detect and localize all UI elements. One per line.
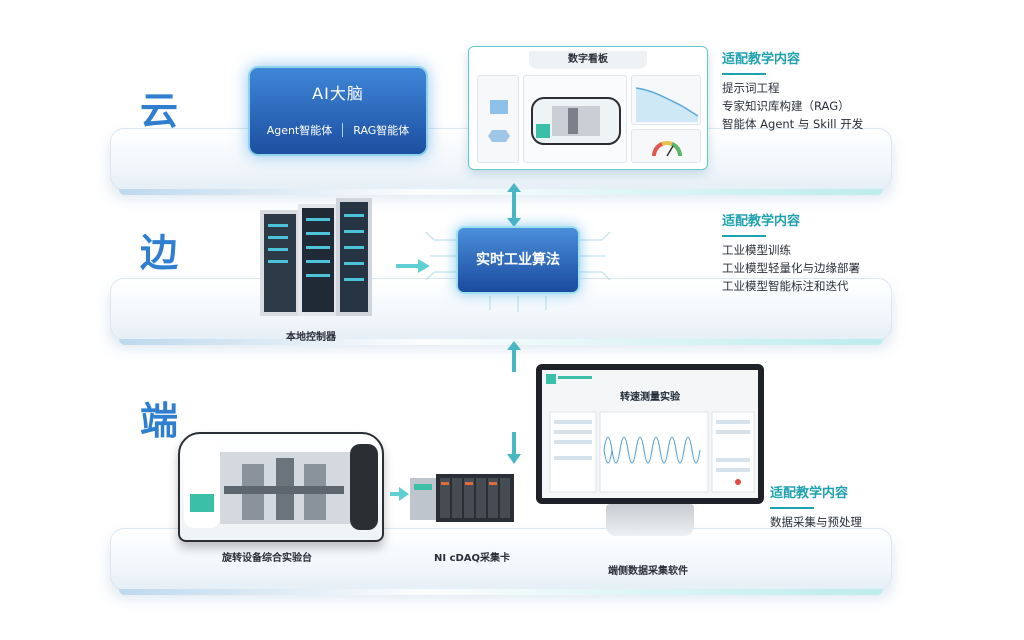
end-layer-platform: [110, 528, 892, 595]
machine-thumbnail-image: [531, 97, 621, 145]
acquisition-software-label: 端侧数据采集软件: [608, 566, 688, 577]
cloud-item: 提示词工程: [722, 81, 780, 95]
edge-item: 工业模型轻量化与边缘部署: [722, 261, 860, 275]
realtime-algorithm-chip: 实时工业算法: [456, 226, 580, 294]
layer-label-end: 端: [140, 399, 179, 443]
server-to-chip-arrow: [396, 259, 430, 273]
ni-cdaq-card-image: [410, 472, 518, 524]
end-edge-up-arrow: [507, 341, 521, 372]
machine-to-daq-arrow: [390, 487, 409, 501]
gauge-graphic: [652, 141, 682, 157]
dashboard-machine-view: [523, 75, 627, 163]
local-controller-label: 本地控制器: [286, 332, 336, 343]
ai-brain-title: AI大脑: [312, 84, 364, 103]
cloud-item: 专家知识库构建（RAG）: [722, 99, 850, 113]
screen-title: 转速测量实验: [620, 392, 680, 403]
edge-item: 工业模型训练: [722, 243, 791, 257]
cloud-item: 智能体 Agent 与 Skill 开发: [722, 117, 864, 131]
layer-label-cloud: 云: [140, 89, 179, 133]
testbench-label: 旋转设备综合实验台: [222, 553, 312, 564]
monitor-stand: [606, 504, 694, 536]
dashboard-area-chart: [631, 75, 701, 125]
dashboard-gauge: [631, 129, 701, 163]
daq-to-monitor-arrow: [507, 432, 521, 464]
ai-brain-card: AI大脑 Agent智能体 RAG智能体: [248, 66, 428, 156]
agent-label: Agent智能体: [266, 124, 333, 137]
acquisition-software-screen: 转速测量实验: [542, 370, 758, 498]
monitor-image: 转速测量实验: [536, 364, 764, 504]
chip-circuit-traces: [425, 231, 611, 312]
area-chart-graphic: [635, 87, 699, 122]
edge-teaching-heading: 适配教学内容: [722, 210, 800, 237]
dashboard-side-panel: [477, 75, 519, 163]
edge-item: 工业模型智能标注和迭代: [722, 279, 849, 293]
local-controller-server-image: [258, 196, 374, 322]
daq-card-label: NI cDAQ采集卡: [434, 553, 511, 564]
digital-dashboard-card: 数字看板: [468, 46, 708, 170]
end-item: 数据采集与预处理: [770, 515, 862, 529]
rotating-equipment-testbench-image: [178, 432, 384, 542]
cloud-teaching-heading: 适配教学内容: [722, 48, 800, 75]
rag-label: RAG智能体: [353, 124, 410, 137]
screen-header-graphic: [546, 374, 755, 493]
dashboard-icons: [488, 100, 510, 142]
end-teaching-heading: 适配教学内容: [770, 482, 848, 509]
cloud-edge-double-arrow: [507, 183, 521, 227]
dashboard-title: 数字看板: [529, 51, 647, 69]
layer-label-edge: 边: [140, 231, 179, 275]
divider: [342, 123, 344, 137]
